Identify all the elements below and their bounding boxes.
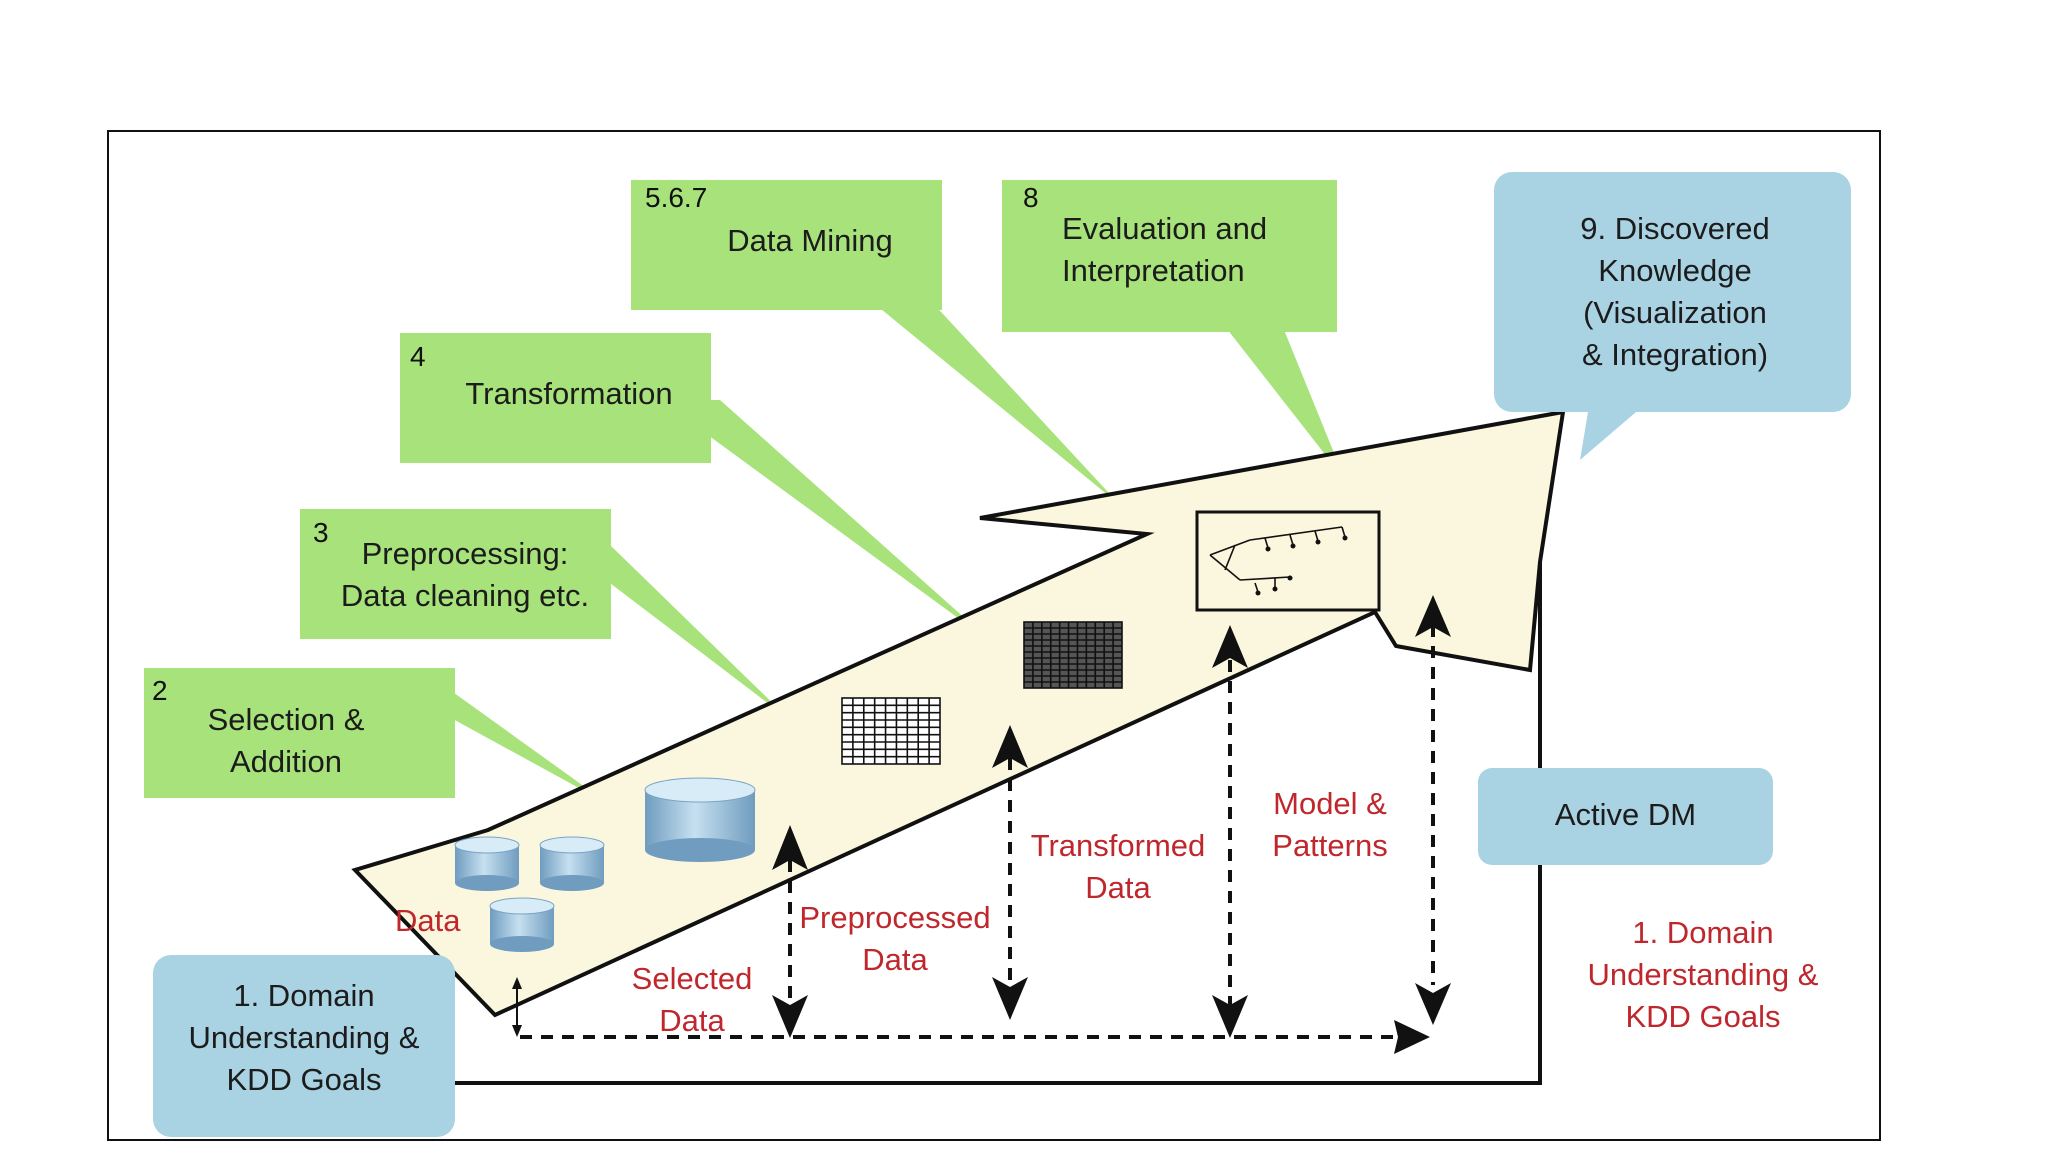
domain-box-line3: KDD Goals	[226, 1062, 382, 1098]
step-3-label: Preprocessing: Data cleaning etc.	[326, 533, 604, 617]
step-3-line2: Data cleaning etc.	[340, 578, 590, 614]
step-9-label: 9. Discovered Knowledge (Visualization &…	[1530, 208, 1820, 377]
cylinder-small-2	[539, 836, 605, 891]
data-label: Data	[395, 903, 461, 938]
step-9-line3: (Visualization	[1583, 295, 1767, 331]
step-4-number: 4	[410, 341, 426, 372]
step-9-line1: 9. Discovered	[1580, 211, 1770, 246]
domain-box-line1: 1. Domain	[233, 978, 375, 1013]
cylinder-small-3	[489, 897, 555, 952]
database-cylinders	[454, 777, 756, 952]
transformed-data-line1: Transformed	[1030, 828, 1206, 863]
step-3-number: 3	[313, 517, 329, 548]
step-3-line1: Preprocessing:	[361, 536, 569, 571]
step-8-label: Evaluation and Interpretation	[1062, 208, 1292, 292]
cylinder-large	[644, 777, 756, 862]
selected-data-label: Selected Data	[612, 958, 772, 1042]
domain-right-line3: KDD Goals	[1625, 999, 1781, 1035]
step-2-label: Selection & Addition	[186, 699, 386, 783]
selected-data-line1: Selected	[631, 961, 753, 996]
transformed-data-line2: Data	[1085, 870, 1151, 906]
base-arrowhead	[1394, 1020, 1430, 1054]
model-patterns-label: Model & Patterns	[1250, 783, 1410, 867]
step-567-label: Data Mining	[727, 223, 893, 258]
domain-box-label: 1. Domain Understanding & KDD Goals	[153, 975, 455, 1101]
preprocessed-data-line2: Data	[862, 942, 928, 978]
step-8-line2: Interpretation	[1062, 253, 1245, 289]
step-8-line1: Evaluation and	[1062, 211, 1268, 246]
cylinder-small-1	[454, 836, 520, 891]
callout-pointers	[400, 300, 1650, 805]
step-2-number: 2	[152, 675, 168, 706]
step-2-line2: Addition	[229, 744, 343, 780]
diagram-frame	[107, 130, 1881, 1141]
grid-table-dark	[1023, 621, 1123, 689]
domain-right-label: 1. Domain Understanding & KDD Goals	[1568, 912, 1838, 1038]
step-8-number: 8	[1023, 182, 1039, 213]
pattern-tree-box	[1195, 510, 1381, 612]
step-567-number: 5.6.7	[645, 182, 708, 213]
transformed-data-label: Transformed Data	[1018, 825, 1218, 909]
model-patterns-line2: Patterns	[1272, 828, 1388, 864]
domain-box-line2: Understanding &	[188, 1020, 420, 1056]
active-dm-label: Active DM	[1554, 797, 1697, 832]
step-boxes	[144, 180, 1337, 798]
step-9-line2: Knowledge	[1598, 253, 1752, 289]
domain-right-line1: 1. Domain	[1632, 915, 1774, 950]
feedback-line	[440, 562, 1542, 1085]
step-2-line1: Selection &	[207, 702, 365, 737]
preprocessed-data-line1: Preprocessed	[799, 900, 991, 935]
dashed-arrows	[788, 625, 1435, 1005]
preprocessed-data-label: Preprocessed Data	[795, 897, 995, 981]
domain-right-line2: Understanding &	[1587, 957, 1819, 993]
step-9-line4: & Integration)	[1581, 337, 1769, 373]
model-patterns-line1: Model &	[1273, 786, 1387, 821]
grid-table-light	[841, 697, 941, 765]
blue-boxes	[153, 172, 1851, 1137]
selected-data-line2: Data	[659, 1003, 725, 1039]
step-4-label: Transformation	[465, 376, 673, 411]
